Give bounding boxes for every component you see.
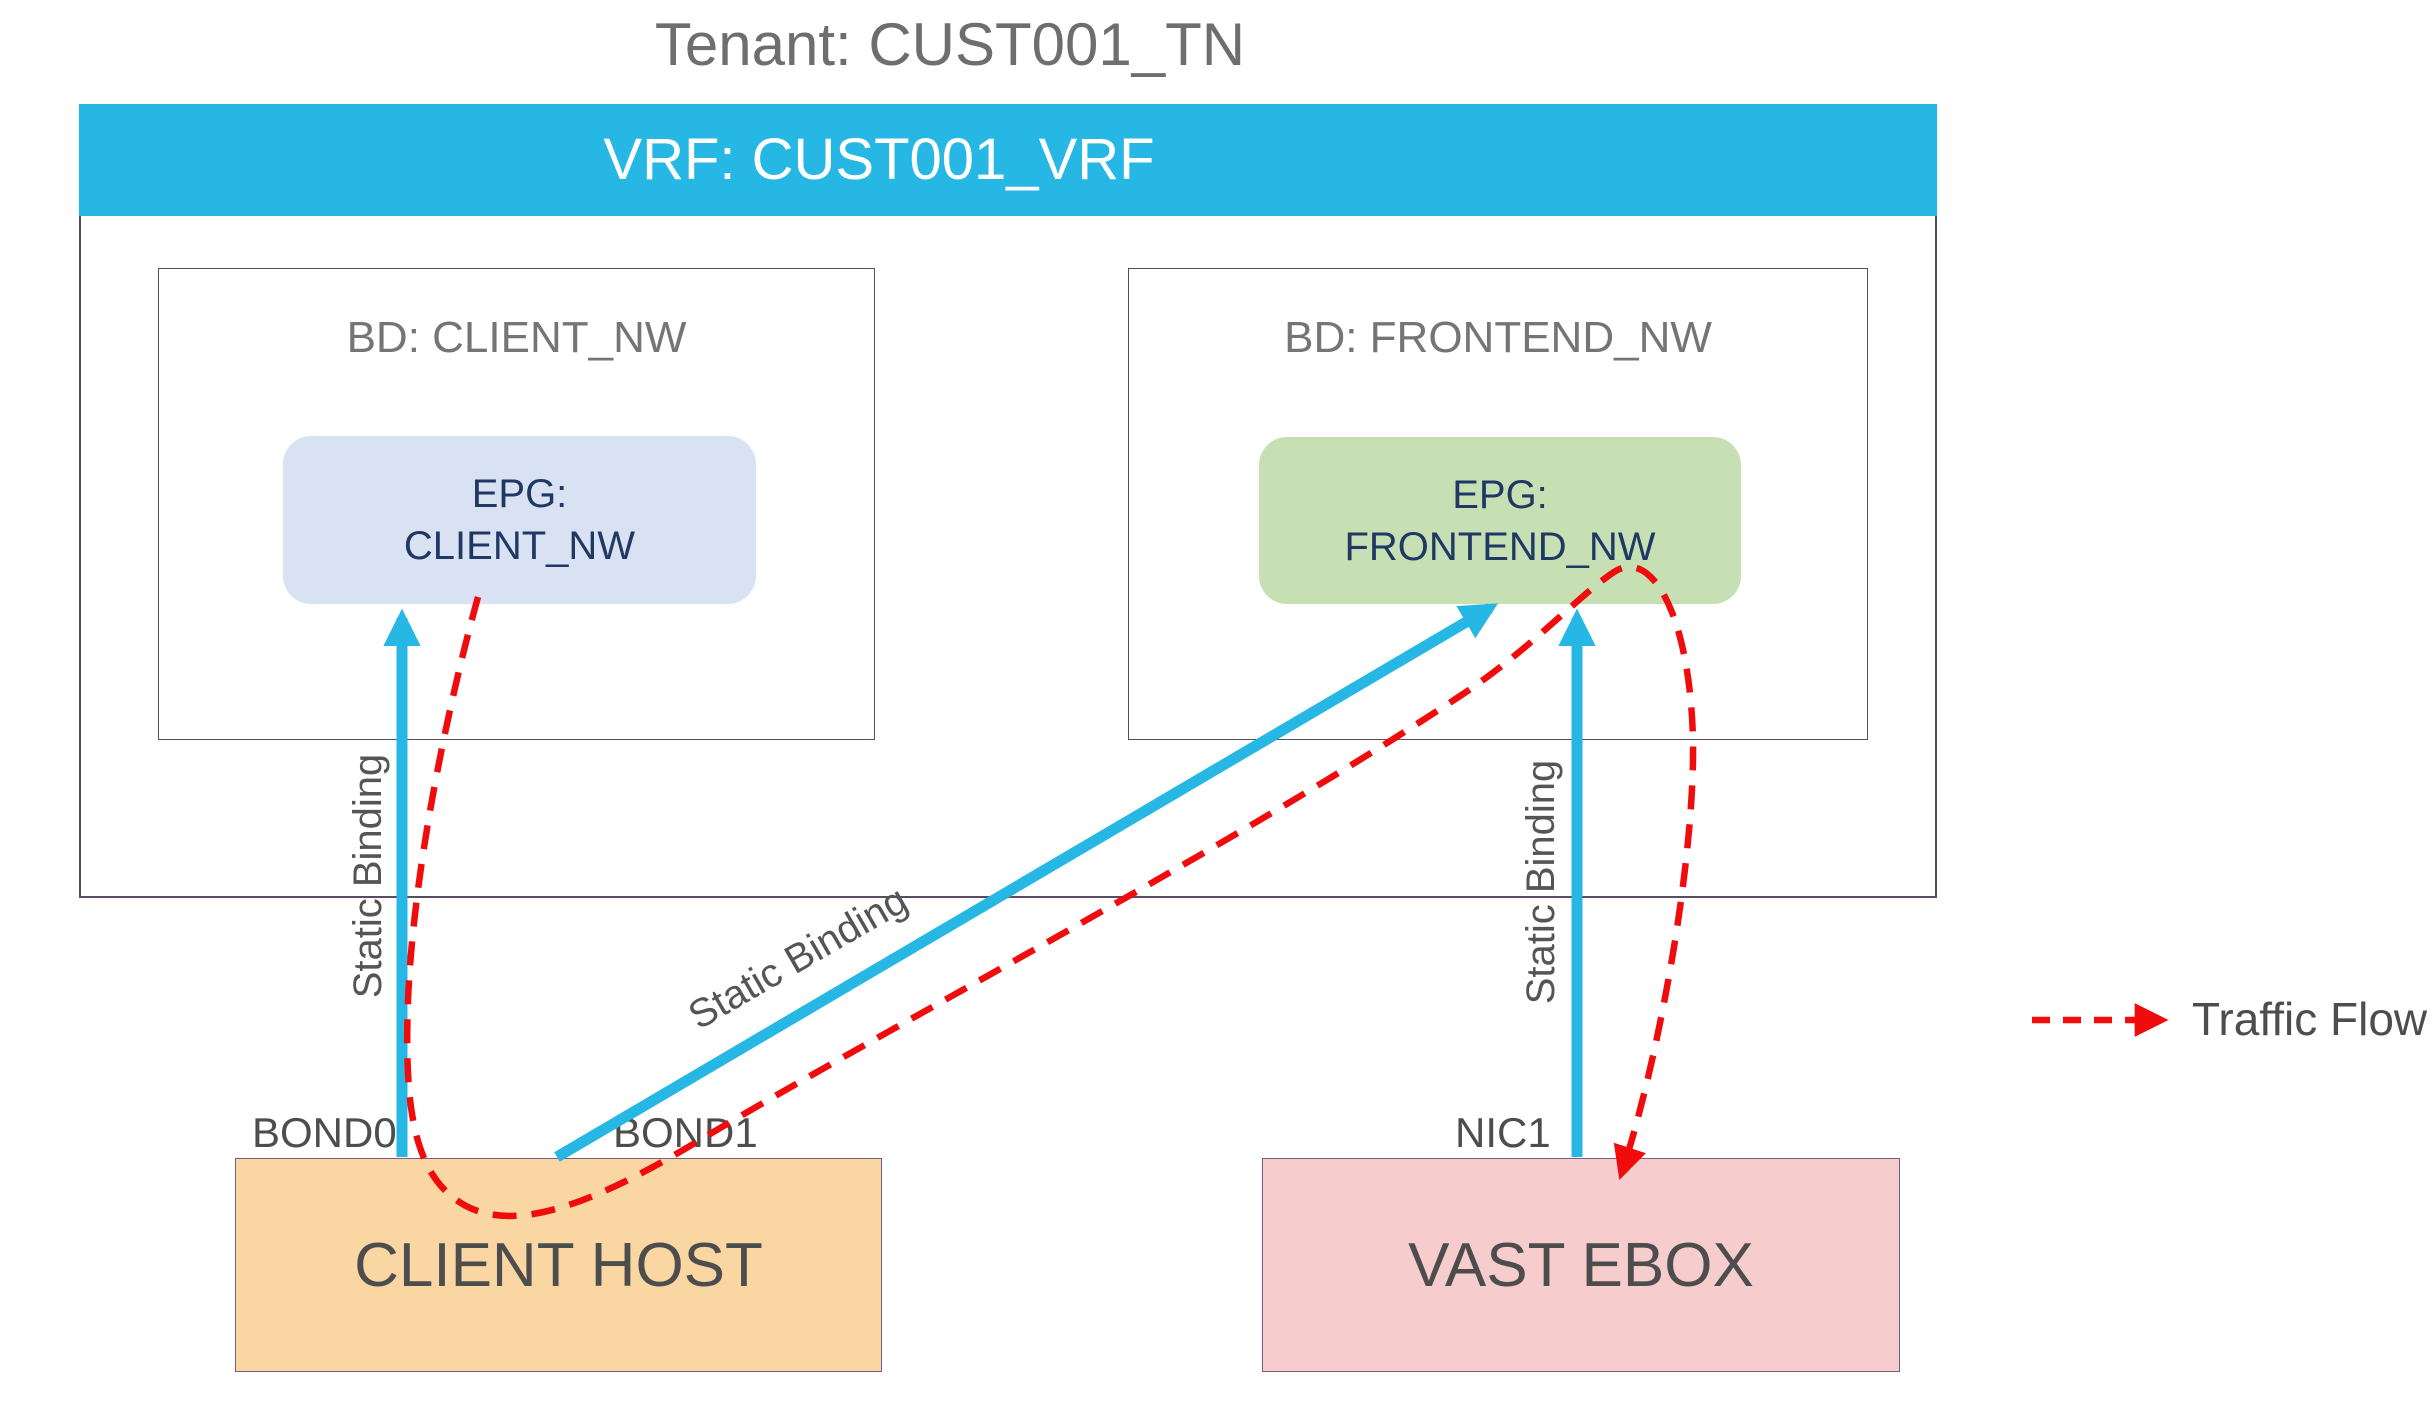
epg-label-line2: FRONTEND_NW <box>1344 524 1656 569</box>
client-host-label: CLIENT HOST <box>354 1230 763 1300</box>
port-label-bond1: BOND1 <box>613 1109 758 1156</box>
bd-box-frontend-nw: BD: FRONTEND_NW EPG: FRONTEND_NW <box>1128 268 1868 740</box>
epg-box-frontend-nw: EPG: FRONTEND_NW <box>1259 437 1741 604</box>
port-label-bond0: BOND0 <box>252 1109 397 1156</box>
client-host-box: CLIENT HOST <box>235 1158 882 1372</box>
static-binding-label-nic1: Static Binding <box>1519 759 1563 1005</box>
epg-label-line2: CLIENT_NW <box>403 524 636 568</box>
bd-box-client-nw: BD: CLIENT_NW EPG: CLIENT_NW <box>158 268 875 740</box>
bd-label-frontend-nw: BD: FRONTEND_NW <box>1284 313 1712 362</box>
static-binding-label-bond1: Static Binding <box>681 877 915 1039</box>
bd-label-client-nw: BD: CLIENT_NW <box>346 313 687 362</box>
epg-label-line1: EPG: <box>1452 472 1548 517</box>
tenant-title: Tenant: CUST001_TN <box>654 11 1246 78</box>
vast-ebox-box: VAST EBOX <box>1262 1158 1900 1372</box>
vrf-header: VRF: CUST001_VRF <box>79 104 1937 216</box>
vast-ebox-label: VAST EBOX <box>1408 1230 1754 1300</box>
traffic-flow-legend-label: Traffic Flow <box>2192 993 2428 1045</box>
epg-label-line1: EPG: <box>471 472 568 516</box>
port-label-nic1: NIC1 <box>1455 1109 1551 1156</box>
vrf-label: VRF: CUST001_VRF <box>603 127 1155 192</box>
epg-box-client-nw: EPG: CLIENT_NW <box>283 436 756 604</box>
static-binding-label-bond0: Static Binding <box>346 753 390 999</box>
